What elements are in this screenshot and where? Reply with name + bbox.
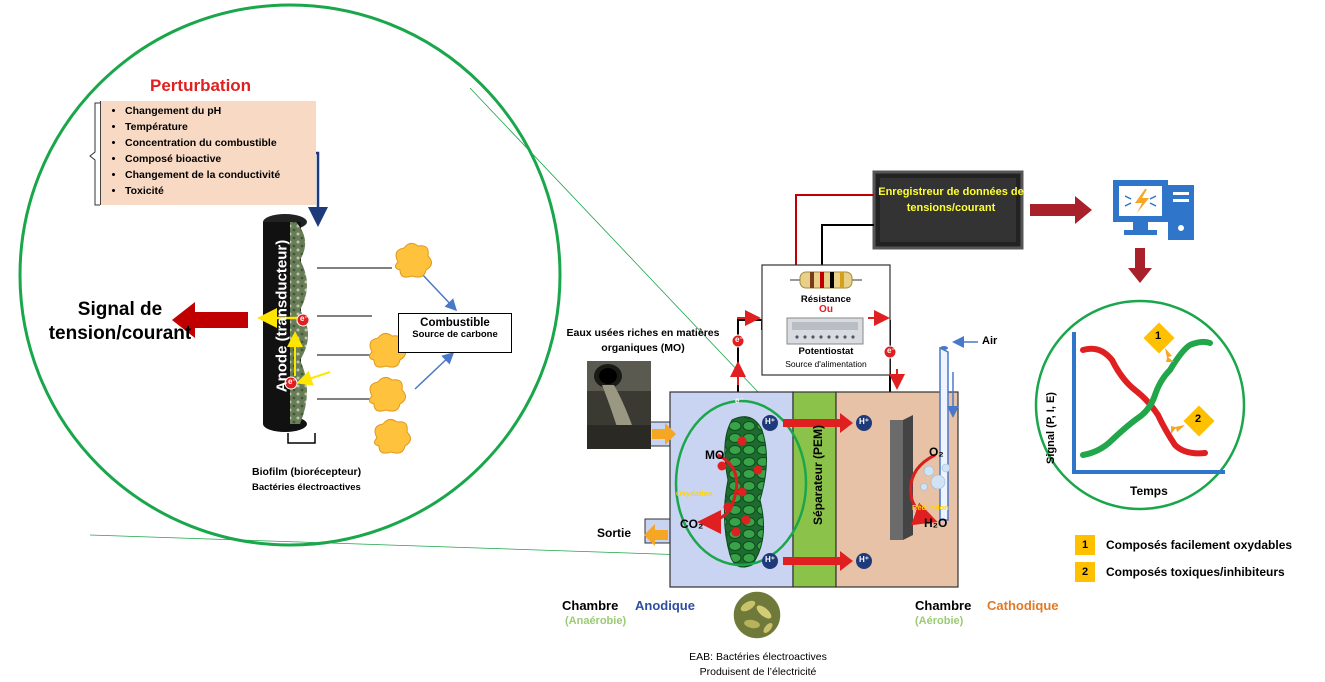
fuel-blob	[394, 242, 432, 278]
resistance-potentiostat-box	[761, 264, 891, 376]
biofilm-bracket	[287, 433, 316, 444]
oxygen-bubbles	[920, 463, 951, 491]
electron-marker	[296, 313, 310, 327]
pc-to-graph-arrow	[1128, 248, 1152, 283]
electron-marker	[883, 345, 897, 359]
reduction-arrow	[909, 453, 938, 526]
proton-arrow	[783, 551, 853, 571]
o2-label: O₂	[929, 445, 944, 459]
data-logger-label: Enregistreur de données de tensions/cour…	[878, 186, 1024, 214]
oxidation-label: Oxydation	[676, 489, 713, 498]
legend-text: Composés facilement oxydables	[1106, 538, 1293, 552]
signal-graph	[1034, 299, 1246, 511]
proton-symbol: H⁺	[859, 555, 869, 564]
fuel-blob	[368, 376, 406, 412]
list-item: Température	[125, 119, 316, 135]
proton-symbol: H⁺	[859, 417, 869, 426]
potentiostat-subtitle: Source d'alimentation	[785, 359, 867, 369]
outlet-label: Sortie	[597, 526, 632, 540]
combustible-box: Combustible Source de carbone	[398, 313, 512, 353]
electron-symbol: e⁻	[735, 335, 744, 344]
electron-symbol: e⁻	[735, 396, 744, 405]
biofilm-subtitle: Bactéries électroactives	[252, 482, 361, 493]
eab-sublabel: Produisent de l’électricité	[699, 666, 817, 678]
electron-symbol: e⁻	[288, 377, 297, 386]
data-logger	[872, 170, 1024, 250]
zoom-circle	[18, 3, 759, 556]
graph-marker-2: 2	[1195, 413, 1202, 425]
combustible-subtitle: Source de carbone	[412, 329, 498, 340]
fuel-blob	[368, 332, 406, 368]
reduction-label: Réduction	[912, 503, 949, 512]
perturbation-title: Perturbation	[150, 76, 252, 95]
co2-label: CO₂	[680, 517, 704, 531]
x-axis-label: Temps	[1130, 484, 1168, 498]
perturbation-list: Changement du pH Température Concentrati…	[101, 101, 316, 199]
logger-to-pc-arrow	[1030, 196, 1092, 224]
proton-marker	[856, 415, 872, 431]
cathode-chamber-title: Chambre	[915, 598, 972, 613]
fuel-blob	[373, 418, 411, 454]
oxidation-arrow	[697, 453, 739, 534]
combustible-title: Combustible	[420, 317, 490, 329]
perturbation-arrow	[308, 151, 328, 227]
biofilm-title: Biofilm (biorécepteur)	[252, 466, 362, 478]
list-item: Toxicité	[125, 183, 316, 199]
inlet-arrow	[652, 423, 676, 445]
fuel-lines	[317, 267, 392, 400]
proton-arrow	[783, 413, 853, 433]
eab-bacteria-image	[732, 590, 782, 640]
fuel-arrow	[419, 271, 458, 312]
list-item: Changement de la conductivité	[125, 167, 316, 183]
proton-marker	[856, 553, 872, 569]
separator-label: Séparateur (PEM)	[811, 424, 825, 526]
electron-symbol: e⁻	[887, 346, 896, 355]
zoom-source-oval	[674, 399, 808, 567]
fuel-arrow	[414, 351, 455, 390]
electron-flow-arrow	[296, 370, 331, 386]
list-item: Concentration du combustible	[125, 135, 316, 151]
wastewater-label: Eaux usées riches en matières organiques…	[566, 327, 720, 354]
perturbation-brace	[89, 102, 100, 206]
h2o-label: H₂O	[924, 516, 948, 530]
potentiostat-label: Potentiostat	[798, 346, 854, 357]
legend-text: Composés toxiques/inhibiteurs	[1106, 565, 1285, 579]
legend-number: 1	[1075, 535, 1095, 555]
anode-chamber-name: Anodique	[635, 598, 695, 613]
organic-matter-label: MO	[705, 448, 725, 462]
list-item: Changement du pH	[125, 103, 316, 119]
cathode-chamber-condition: (Aérobie)	[915, 615, 964, 627]
proton-symbol: H⁺	[765, 555, 775, 564]
computer-icon	[1113, 180, 1194, 240]
air-label: Air	[982, 335, 998, 347]
eab-label: EAB: Bactéries électroactives	[689, 651, 827, 663]
proton-marker	[762, 553, 778, 569]
y-axis-label: Signal (P, I, E)	[1045, 392, 1057, 464]
anode-label: Anode (transducteur)	[273, 239, 291, 393]
electron-marker	[731, 334, 745, 348]
electron-marker	[284, 376, 298, 390]
proton-marker	[762, 415, 778, 431]
wastewater-photo	[587, 361, 651, 449]
resistance-label: Résistance	[800, 294, 852, 305]
electron-symbol: e⁻	[300, 314, 309, 323]
or-label: Ou	[819, 304, 833, 315]
anode-chamber-title: Chambre	[562, 598, 619, 613]
proton-symbol: H⁺	[765, 417, 775, 426]
legend-number: 2	[1075, 562, 1095, 582]
outlet-arrow	[644, 524, 668, 546]
anode-chamber-condition: (Anaérobie)	[565, 615, 627, 627]
air-tube	[939, 336, 978, 521]
perturbation-box: Changement du pH Température Concentrati…	[100, 101, 316, 205]
list-item: Composé bioactive	[125, 151, 316, 167]
cathode-chamber-name: Cathodique	[987, 598, 1059, 613]
graph-marker-1: 1	[1155, 330, 1162, 342]
signal-arrow	[172, 302, 248, 338]
signal-label: Signal de tension/courant	[48, 299, 192, 344]
